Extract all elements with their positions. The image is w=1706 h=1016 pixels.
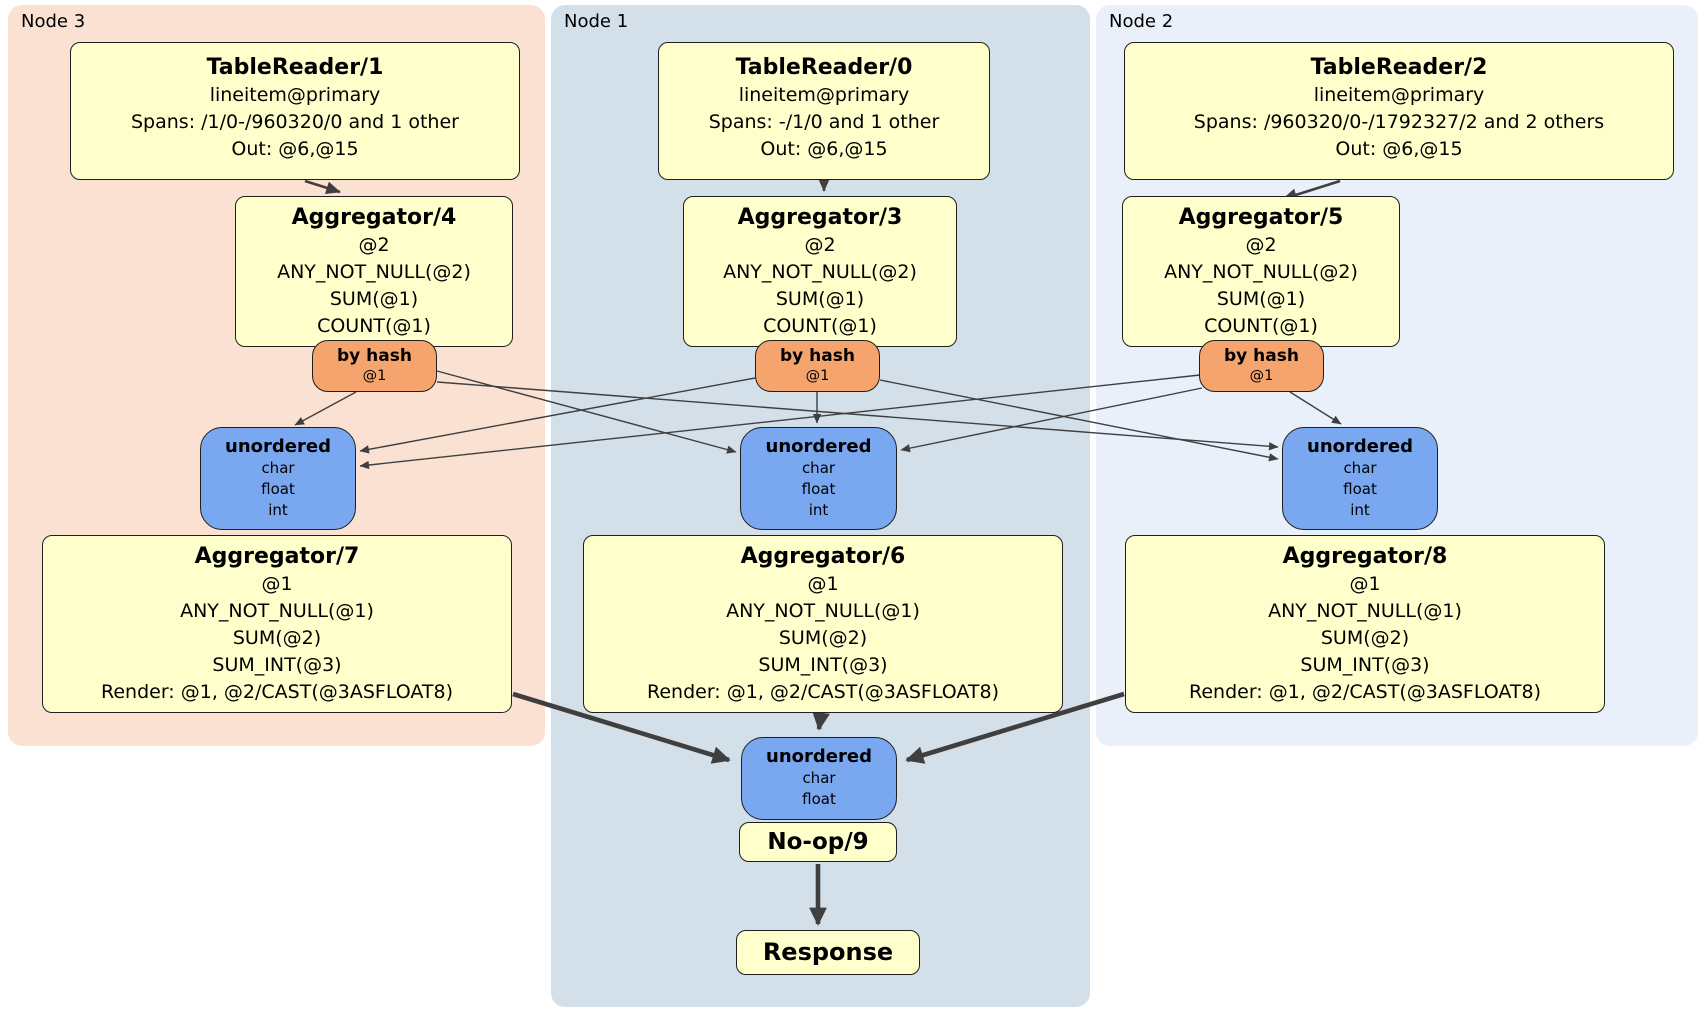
tablereader-1-box: TableReader/1 lineitem@primary Spans: /1… bbox=[70, 42, 520, 180]
box-line-groupby: @1 bbox=[807, 573, 839, 595]
box-line-agg: COUNT(@1) bbox=[1204, 315, 1318, 337]
box-title: TableReader/2 bbox=[1310, 55, 1488, 80]
aggregator-8-box: Aggregator/8 @1 ANY_NOT_NULL(@1) SUM(@2)… bbox=[1125, 535, 1605, 713]
sync-type: int bbox=[808, 501, 829, 519]
box-line-groupby: @1 bbox=[261, 573, 293, 595]
box-line-agg: ANY_NOT_NULL(@1) bbox=[726, 600, 920, 622]
box-line-agg: SUM_INT(@3) bbox=[758, 654, 888, 676]
box-line-out: Out: @6,@15 bbox=[1335, 138, 1463, 160]
box-line-groupby: @2 bbox=[358, 234, 390, 256]
sync-unordered-node1: unordered char float int bbox=[740, 427, 897, 530]
sync-type: float bbox=[801, 480, 836, 498]
box-line-agg: ANY_NOT_NULL(@1) bbox=[1268, 600, 1462, 622]
box-line-index: lineitem@primary bbox=[1313, 84, 1485, 106]
box-title: No-op/9 bbox=[767, 829, 869, 855]
box-line-agg: SUM_INT(@3) bbox=[212, 654, 342, 676]
sync-type: float bbox=[261, 480, 295, 498]
box-title: Aggregator/7 bbox=[194, 544, 360, 569]
aggregator-4-box: Aggregator/4 @2 ANY_NOT_NULL(@2) SUM(@1)… bbox=[235, 196, 513, 347]
box-line-agg: SUM_INT(@3) bbox=[1300, 654, 1430, 676]
tablereader-0-box: TableReader/0 lineitem@primary Spans: -/… bbox=[658, 42, 990, 180]
box-line-render: Render: @1, @2/CAST(@3ASFLOAT8) bbox=[1189, 681, 1541, 703]
router-label: by hash bbox=[1224, 346, 1299, 366]
sync-type: char bbox=[261, 459, 295, 477]
box-line-agg: ANY_NOT_NULL(@1) bbox=[180, 600, 374, 622]
box-line-agg: SUM(@1) bbox=[329, 288, 419, 310]
sync-type: char bbox=[1343, 459, 1377, 477]
box-line-groupby: @1 bbox=[1349, 573, 1381, 595]
hash-router-3: by hash @1 bbox=[755, 340, 880, 392]
box-line-out: Out: @6,@15 bbox=[231, 138, 359, 160]
box-title: TableReader/0 bbox=[735, 55, 913, 80]
box-line-spans: Spans: /960320/0-/1792327/2 and 2 others bbox=[1193, 111, 1605, 133]
hash-router-4: by hash @1 bbox=[312, 340, 437, 392]
box-line-index: lineitem@primary bbox=[209, 84, 381, 106]
sync-type: int bbox=[1350, 501, 1370, 519]
sync-unordered-node2: unordered char float int bbox=[1282, 427, 1438, 530]
box-line-out: Out: @6,@15 bbox=[760, 138, 888, 160]
node2-label: Node 2 bbox=[1109, 11, 1174, 32]
sync-type: int bbox=[268, 501, 288, 519]
router-label: by hash bbox=[337, 346, 412, 366]
sync-unordered-node3: unordered char float int bbox=[200, 427, 356, 530]
tablereader-2-box: TableReader/2 lineitem@primary Spans: /9… bbox=[1124, 42, 1674, 180]
sync-type: float bbox=[802, 790, 836, 808]
sync-label: unordered bbox=[766, 746, 872, 767]
aggregator-7-box: Aggregator/7 @1 ANY_NOT_NULL(@1) SUM(@2)… bbox=[42, 535, 512, 713]
sync-type: char bbox=[802, 769, 836, 787]
box-line-render: Render: @1, @2/CAST(@3ASFLOAT8) bbox=[101, 681, 453, 703]
sync-label: unordered bbox=[765, 436, 872, 457]
box-line-render: Render: @1, @2/CAST(@3ASFLOAT8) bbox=[647, 681, 999, 703]
box-line-index: lineitem@primary bbox=[738, 84, 910, 106]
response-box: Response bbox=[736, 930, 920, 975]
sync-unordered-final: unordered char float bbox=[741, 737, 897, 820]
box-title: TableReader/1 bbox=[206, 55, 384, 80]
sync-type: float bbox=[1343, 480, 1377, 498]
noop-9-box: No-op/9 bbox=[739, 822, 897, 862]
box-line-agg: ANY_NOT_NULL(@2) bbox=[277, 261, 471, 283]
aggregator-6-box: Aggregator/6 @1 ANY_NOT_NULL(@1) SUM(@2)… bbox=[583, 535, 1063, 713]
sync-label: unordered bbox=[225, 436, 331, 457]
box-line-agg: ANY_NOT_NULL(@2) bbox=[723, 261, 917, 283]
box-line-agg: SUM(@1) bbox=[1216, 288, 1306, 310]
sync-label: unordered bbox=[1307, 436, 1413, 457]
aggregator-3-box: Aggregator/3 @2 ANY_NOT_NULL(@2) SUM(@1)… bbox=[683, 196, 957, 347]
box-title: Aggregator/4 bbox=[291, 205, 457, 230]
box-line-agg: SUM(@2) bbox=[778, 627, 868, 649]
router-key: @1 bbox=[362, 368, 387, 384]
box-title: Aggregator/3 bbox=[737, 205, 903, 230]
box-line-agg: SUM(@2) bbox=[232, 627, 322, 649]
box-title: Response bbox=[762, 938, 894, 966]
router-key: @1 bbox=[1249, 368, 1274, 384]
router-key: @1 bbox=[805, 368, 830, 384]
box-line-agg: COUNT(@1) bbox=[317, 315, 431, 337]
node3-label: Node 3 bbox=[21, 11, 86, 32]
box-title: Aggregator/8 bbox=[1282, 544, 1448, 569]
box-title: Aggregator/6 bbox=[740, 544, 906, 569]
box-line-agg: ANY_NOT_NULL(@2) bbox=[1164, 261, 1358, 283]
node1-label: Node 1 bbox=[564, 11, 629, 32]
box-title: Aggregator/5 bbox=[1178, 205, 1344, 230]
aggregator-5-box: Aggregator/5 @2 ANY_NOT_NULL(@2) SUM(@1)… bbox=[1122, 196, 1400, 347]
hash-router-5: by hash @1 bbox=[1199, 340, 1324, 392]
box-line-spans: Spans: -/1/0 and 1 other bbox=[708, 111, 940, 133]
box-line-agg: SUM(@1) bbox=[775, 288, 865, 310]
sync-type: char bbox=[801, 459, 836, 477]
router-label: by hash bbox=[780, 346, 855, 366]
box-line-groupby: @2 bbox=[1245, 234, 1277, 256]
box-line-agg: SUM(@2) bbox=[1320, 627, 1410, 649]
box-line-spans: Spans: /1/0-/960320/0 and 1 other bbox=[131, 111, 459, 133]
box-line-groupby: @2 bbox=[804, 234, 836, 256]
box-line-agg: COUNT(@1) bbox=[763, 315, 877, 337]
